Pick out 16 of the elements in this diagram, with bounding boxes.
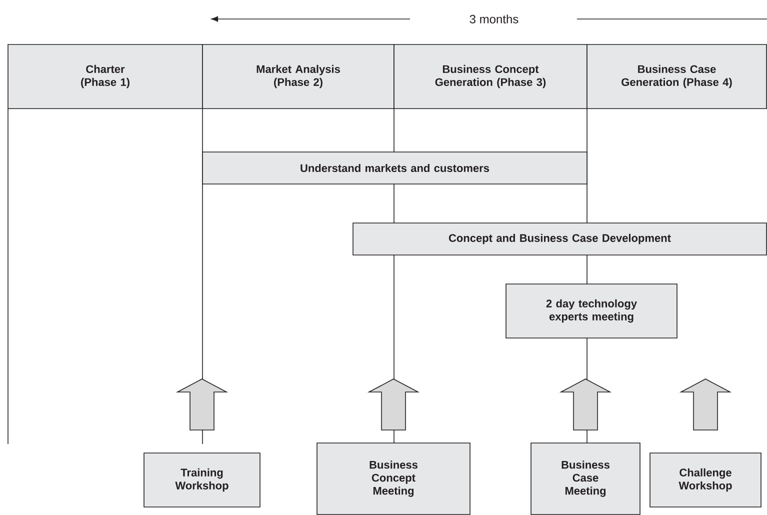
meeting-box: Business Case Meeting [530,442,640,515]
phase-header-cell: Charter (Phase 1) [8,44,203,109]
block-arrow [679,378,732,430]
activity-bar: Understand markets and customers [202,152,588,184]
activity-bar: Concept and Business Case Development [352,222,767,256]
workshop-box: Challenge Workshop [650,452,762,508]
phase-header-cell: Business Concept Generation (Phase 3) [394,44,588,109]
duration-label: 3 months [470,14,518,24]
block-arrow [559,378,612,430]
phase-header-cell: Business Case Generation (Phase 4) [586,44,767,109]
block-arrow [367,378,420,430]
block-arrow [176,378,228,430]
phase-header-cell: Market Analysis (Phase 2) [202,44,394,109]
meeting-box: 2 day technology experts meeting [506,284,678,338]
workshop-box: Training Workshop [144,452,260,508]
meeting-box: Business Concept Meeting [316,442,470,515]
